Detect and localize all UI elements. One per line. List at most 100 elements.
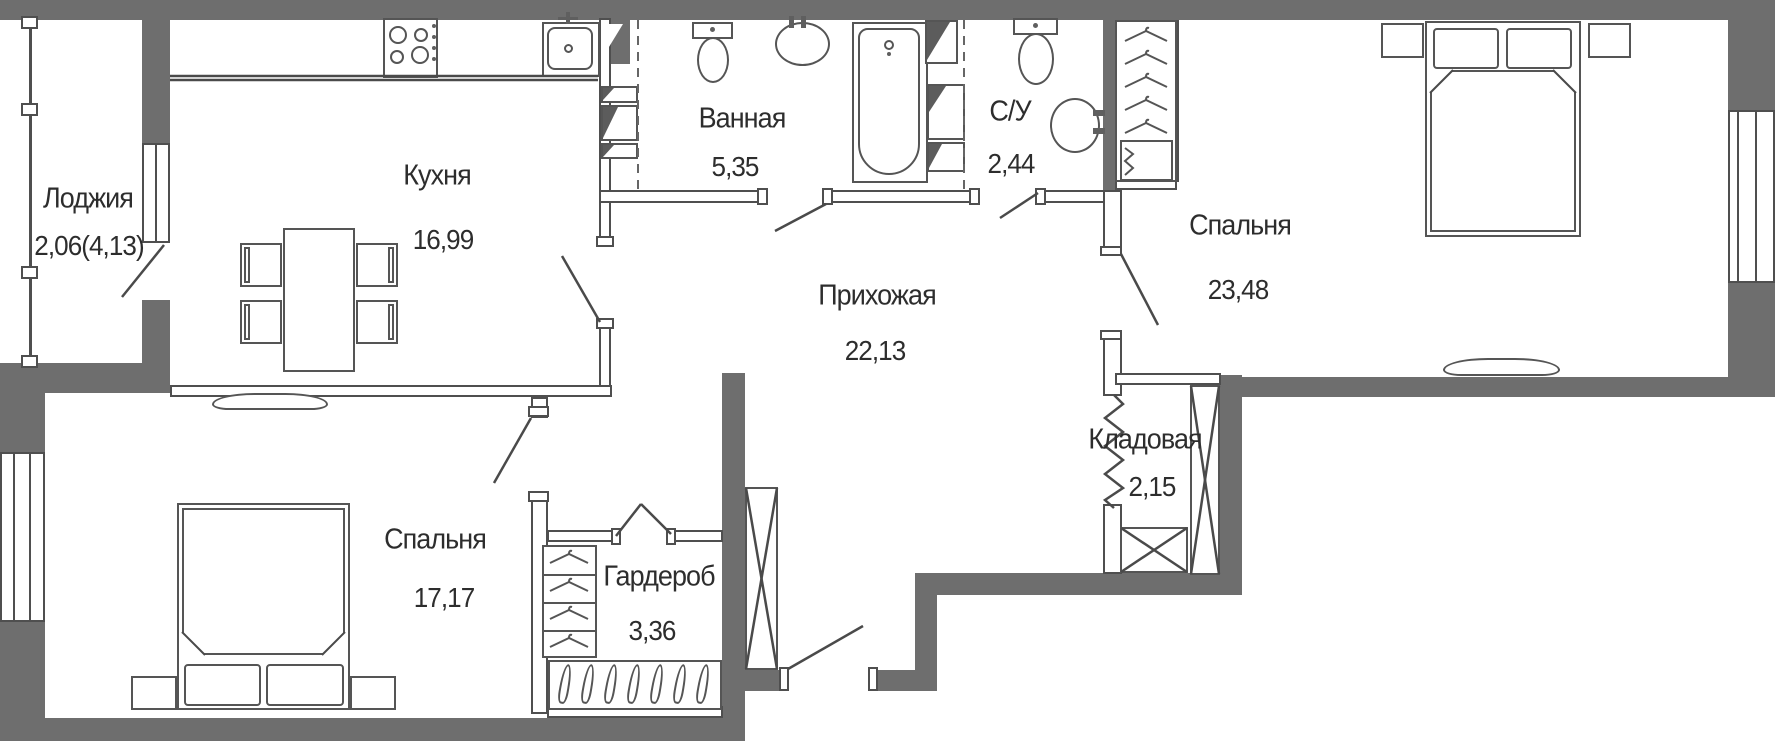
jamb-bath-left bbox=[757, 188, 768, 205]
kitchen-faucet-bar bbox=[558, 17, 578, 20]
wall-left-upper bbox=[0, 393, 45, 452]
toilet-bowl bbox=[1018, 33, 1054, 85]
toilet-bowl bbox=[697, 37, 729, 83]
vent-shaft bbox=[745, 487, 778, 670]
squiggle-icon bbox=[1123, 147, 1135, 176]
washbasin bbox=[1050, 98, 1100, 153]
wall-entrance-left bbox=[745, 670, 787, 691]
room-label-bedroom-left: Спальня bbox=[384, 523, 487, 556]
jamb-bath-right bbox=[822, 188, 833, 205]
stove-knob bbox=[432, 24, 436, 28]
dining-table bbox=[283, 228, 355, 372]
jamb-wc-left bbox=[969, 188, 980, 205]
room-label-storage: Кладовая bbox=[1088, 423, 1202, 456]
room-label-wc: С/У bbox=[989, 95, 1031, 128]
hanger-icon bbox=[1124, 95, 1168, 111]
jamb-kitchen-top bbox=[596, 236, 614, 247]
sink-drain bbox=[564, 44, 573, 53]
hanger-icon bbox=[549, 549, 589, 564]
pillow bbox=[266, 664, 344, 706]
jamb-wardrobe-right bbox=[666, 528, 676, 545]
room-area-bedroom-left: 17,17 bbox=[413, 582, 475, 613]
wall-loggia-bottom bbox=[0, 363, 170, 393]
window-left-bedroom bbox=[0, 452, 45, 622]
door-leaf-bedroom-right bbox=[1119, 253, 1160, 326]
wall-bedroomR-left-a bbox=[1103, 190, 1122, 248]
room-label-loggia: Лоджия bbox=[43, 182, 134, 215]
room-area-wc: 2,44 bbox=[987, 148, 1036, 179]
window-right-bedroom bbox=[1728, 110, 1775, 283]
bathroom-cabinet bbox=[601, 143, 638, 159]
hanger-icon bbox=[1124, 26, 1168, 42]
room-area-loggia: 2,06(4,13) bbox=[34, 230, 144, 261]
glazing-post bbox=[21, 16, 38, 29]
laundry-box bbox=[925, 20, 958, 64]
room-label-kitchen: Кухня bbox=[403, 159, 471, 192]
jamb-bedroomL-top bbox=[528, 406, 549, 417]
basin-tap bbox=[1093, 110, 1105, 116]
jamb-bedroomR-top bbox=[1100, 246, 1122, 256]
wall-step-vertical bbox=[915, 595, 937, 671]
stove-burner bbox=[389, 26, 407, 44]
nightstand bbox=[131, 676, 177, 710]
washbasin bbox=[775, 22, 830, 66]
jamb-bedroomR-bottom bbox=[1100, 330, 1122, 340]
basin-tap bbox=[801, 16, 806, 28]
loggia-glazing-line bbox=[29, 18, 32, 366]
wall-wardrobe-top-a bbox=[547, 530, 613, 542]
wall-closet-left bbox=[1103, 20, 1115, 190]
wall-top bbox=[0, 0, 1775, 20]
bathtub-drain bbox=[884, 40, 894, 50]
room-area-bathroom: 5,35 bbox=[711, 151, 760, 182]
washing-machine bbox=[601, 105, 638, 141]
hanger-icon bbox=[1124, 118, 1168, 134]
hanger-icon bbox=[1124, 49, 1168, 65]
wall-bathroom-left-c bbox=[599, 325, 611, 388]
jamb-entrance-left bbox=[779, 667, 789, 691]
jamb-wardrobe-left bbox=[611, 528, 621, 545]
hanger-icon bbox=[549, 633, 589, 648]
laundry-box bbox=[927, 84, 965, 140]
wall-bathroom-bottom-a bbox=[599, 190, 761, 203]
stove-knob bbox=[432, 46, 436, 50]
wall-loggia-divider-top bbox=[142, 18, 170, 143]
room-label-wardrobe: Гардероб bbox=[603, 560, 715, 593]
stove-burner bbox=[390, 50, 404, 64]
nightstand bbox=[1588, 23, 1631, 58]
door-leaf-kitchen bbox=[560, 255, 602, 323]
wall-storage-top bbox=[1115, 373, 1221, 385]
hanger-icon bbox=[1124, 72, 1168, 88]
stove bbox=[383, 18, 438, 78]
glazing-post bbox=[21, 103, 38, 116]
glazing-post bbox=[21, 266, 38, 279]
wall-wardrobe-top-b bbox=[671, 530, 723, 542]
hanger-icon bbox=[549, 577, 589, 592]
toilet-button bbox=[710, 27, 715, 32]
pillow bbox=[1433, 28, 1499, 69]
stove-burner bbox=[414, 28, 428, 42]
bathroom-cabinet bbox=[601, 86, 638, 103]
toilet-button bbox=[1033, 23, 1038, 28]
wall-step-horizontal bbox=[915, 573, 1242, 595]
window-balcony-block bbox=[142, 143, 170, 243]
nightstand bbox=[1381, 23, 1424, 58]
nightstand bbox=[350, 676, 396, 710]
door-leaf-wc bbox=[999, 191, 1039, 220]
wall-storage-right bbox=[1220, 375, 1242, 575]
basin-tap bbox=[1093, 128, 1105, 134]
basin-tap bbox=[789, 16, 794, 28]
bathtub-drain-dot bbox=[887, 52, 891, 56]
blanket bbox=[1430, 70, 1576, 232]
tv-stand bbox=[1443, 358, 1560, 376]
wall-loggia-divider-bottom bbox=[142, 300, 170, 363]
chair bbox=[356, 243, 398, 287]
pillow bbox=[184, 664, 261, 706]
storage-shelving bbox=[1190, 385, 1220, 575]
hanger-icon bbox=[549, 605, 589, 620]
room-area-hallway: 22,13 bbox=[844, 335, 906, 366]
room-area-wardrobe: 3,36 bbox=[628, 615, 677, 646]
stove-knob bbox=[432, 35, 436, 39]
room-label-bedroom-right: Спальня bbox=[1189, 209, 1292, 242]
wall-wc-bottom bbox=[1038, 190, 1105, 203]
